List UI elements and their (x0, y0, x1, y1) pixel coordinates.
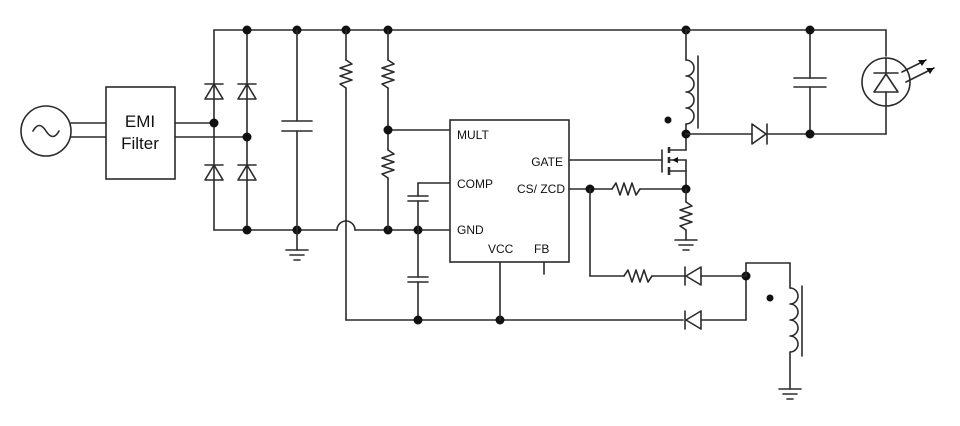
pin-cs-zcd-label: CS/ ZCD (517, 182, 565, 196)
diode-d4-icon (237, 164, 257, 181)
divider-upper-resistor-icon (381, 59, 395, 89)
diode-d3-icon (204, 164, 224, 181)
bridge-rectifier (204, 29, 257, 231)
output-stage (685, 25, 887, 145)
pin-gnd-label: GND (457, 223, 484, 237)
startup-resistor-branch (339, 29, 353, 321)
bottom-rail (213, 220, 451, 235)
top-rail (213, 25, 691, 35)
input-capacitor (281, 29, 313, 251)
pin-comp-label: COMP (457, 177, 493, 191)
divider-lower-resistor-icon (381, 149, 395, 179)
comp-capacitor (407, 182, 451, 231)
sense-resistor-icon (679, 201, 693, 231)
current-sense-network (568, 182, 693, 241)
ground-icon (778, 388, 802, 400)
vcc-capacitor (407, 229, 429, 321)
zcd-diode-icon (684, 266, 702, 286)
aux-rectifier-diode-icon (684, 310, 702, 330)
output-diode-icon (751, 123, 768, 145)
diode-d1-icon (204, 83, 224, 100)
pin-vcc-label: VCC (488, 242, 514, 256)
emi-filter-block: EMI Filter (105, 86, 176, 180)
led-icon (861, 57, 935, 107)
aux-supply-rail (345, 261, 751, 330)
ground-icon (285, 249, 309, 261)
controller-ic: MULT COMP GND VCC FB GATE CS/ ZCD (449, 119, 570, 275)
pin-mult-label: MULT (457, 128, 489, 142)
cs-series-resistor-icon (611, 182, 641, 196)
mult-divider (381, 29, 451, 231)
emi-filter-label-line1: EMI (125, 112, 155, 131)
filter-output-wires (174, 122, 248, 138)
pin-gate-label: GATE (531, 155, 563, 169)
ground-icon (674, 239, 698, 251)
zcd-path (589, 188, 791, 289)
diode-d2-icon (237, 83, 257, 100)
pin-fb-label: FB (534, 242, 549, 256)
main-inductor-icon (664, 29, 699, 139)
aux-winding-icon (766, 285, 803, 390)
emi-filter-label-line2: Filter (121, 134, 159, 153)
mosfet-icon (661, 133, 687, 187)
zcd-resistor-icon (623, 269, 653, 283)
ac-source-icon (20, 105, 72, 157)
startup-resistor-icon (339, 59, 353, 89)
ac-input-wires (70, 122, 107, 138)
